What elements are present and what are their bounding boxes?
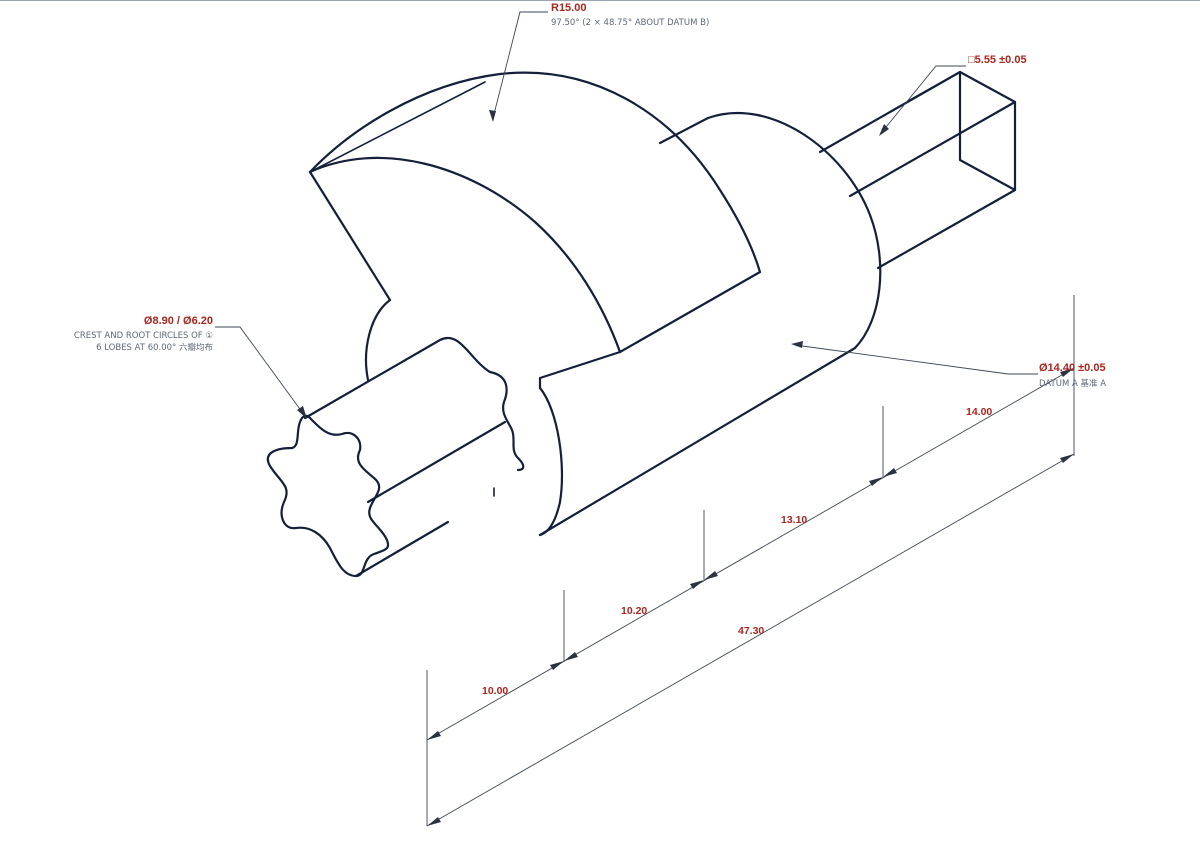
dim-arrow (1060, 454, 1074, 463)
datum-leader-arrow (791, 341, 803, 348)
dim-arrow (869, 477, 883, 486)
segment-top-tangent (309, 81, 486, 173)
dim-arrow (883, 468, 897, 477)
radius-leader-arrow (489, 110, 496, 122)
dim-arrow (427, 817, 441, 826)
radius-note: 97.50° (2 × 48.75° ABOUT DATUM B) (551, 18, 709, 28)
segment-inner-arc (308, 156, 622, 354)
square-value: □5.55 ±0.05 (968, 54, 1027, 66)
lobed-shaft-far-lobes (488, 370, 525, 472)
dim-arrow (690, 580, 704, 589)
segment-cut-edge (618, 270, 762, 354)
sheet-border-top (0, 0, 1200, 1)
lobed-shaft-bottom-edge (354, 520, 450, 578)
segment-lower-face (308, 170, 392, 302)
lobe-profile (266, 414, 390, 578)
main-cylinder (538, 112, 882, 537)
dim-value-d1: 10.00 (482, 685, 508, 697)
dim-arrow (550, 661, 564, 670)
dim-line-chain (426, 367, 1075, 741)
dim-value-d3: 13.10 (781, 514, 807, 526)
lobed-shaft (266, 336, 525, 578)
main-cylinder-end-arc (706, 112, 882, 350)
callout-leaders (215, 11, 1038, 419)
segment-outer-arc (308, 71, 762, 274)
dim-value-d4: 14.00 (966, 406, 992, 418)
square-leader-arrow (879, 124, 889, 136)
main-cylinder-bottom-generator (538, 346, 857, 537)
dim-value-overall: 47.30 (738, 625, 764, 637)
square-shaft-bottom-edge (876, 188, 1017, 270)
square-leader (881, 65, 966, 133)
square-shaft-end-face (958, 70, 1017, 192)
dim-arrow (1060, 368, 1074, 377)
lobes-note-line2: 6 LOBES AT 60.00° 六瓣均布 (96, 342, 213, 353)
lobes-value: Ø8.90 / Ø6.20 (144, 315, 213, 327)
main-cylinder-near-face (538, 386, 564, 537)
datum-leader (794, 344, 1038, 375)
lobes-leader-arrow (297, 406, 307, 419)
radius-segment (308, 71, 762, 390)
dim-line-overall (426, 453, 1075, 827)
dimension-texts: 10.00 10.20 13.10 14.00 47.30 (482, 406, 992, 697)
radius-value: R15.00 (551, 2, 586, 14)
lobes-leader (215, 326, 306, 417)
datum-note: DATUM A 基准 A (1039, 378, 1106, 389)
lobes-note-line1: CREST AND ROOT CIRCLES OF ① (74, 331, 213, 341)
dimension-lines (426, 295, 1075, 827)
dim-arrow (704, 571, 718, 580)
dim-arrow (564, 652, 578, 661)
radius-leader (492, 11, 548, 119)
dim-arrow (427, 731, 441, 740)
lobed-shaft-groove (366, 420, 507, 504)
main-cylinder-top-generator (658, 116, 710, 145)
segment-notch-left (364, 298, 392, 382)
segment-notch (538, 350, 622, 390)
callout-texts: R15.00 97.50° (2 × 48.75° ABOUT DATUM B)… (74, 2, 1106, 389)
dim-value-d2: 10.20 (621, 605, 647, 617)
square-shaft (818, 70, 1017, 270)
lobed-shaft-top-edge (303, 336, 492, 420)
square-shaft-back-edge (909, 71, 961, 101)
datum-value: Ø14.40 ±0.05 (1039, 362, 1106, 374)
